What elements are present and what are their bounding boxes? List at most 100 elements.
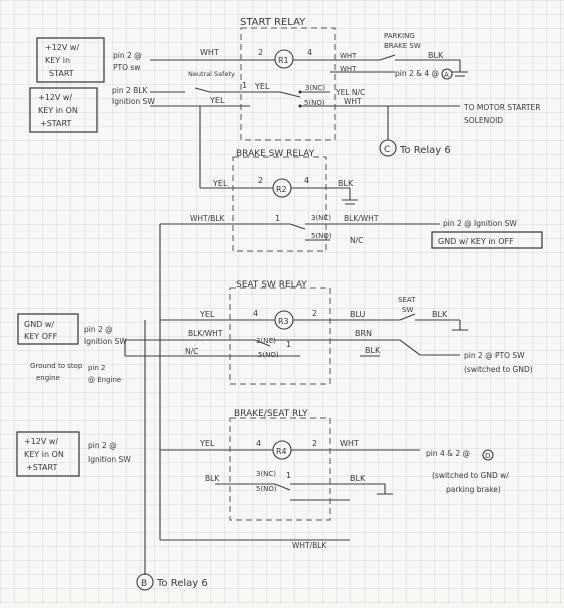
pin2-and-4-label: pin 2 & 4 @ (395, 69, 439, 78)
key-start-line3: START (49, 69, 74, 78)
start-contact-dot (298, 90, 302, 94)
seat-brn-label: BRN (355, 329, 372, 338)
start-pin-2: 2 (258, 48, 263, 57)
start-contact (250, 91, 330, 107)
brake-contact-nc (160, 223, 440, 230)
start-contact-dot (298, 104, 302, 108)
pin2-ignition-label: pin 2 @ Ignition SW (443, 219, 517, 228)
seat-blu-label: BLU (350, 310, 366, 319)
bs-yel-label: YEL (199, 439, 215, 448)
seat-relay-box (229, 287, 331, 385)
brake-relay-box (232, 156, 327, 252)
pin2-ignition-top-label: pin 2 @ (84, 325, 113, 334)
pin2-blk-label2: Ignition SW (112, 97, 155, 106)
connector-a-label: A (444, 71, 449, 79)
seat-blk-label-2: BLK (365, 346, 381, 355)
bs-pin-1: 1 (286, 471, 291, 480)
connector-c (379, 139, 397, 157)
bs-pin-4: 4 (256, 439, 261, 448)
bs-pin-5no: 5(NO) (256, 485, 277, 493)
bs-contact-nc (215, 483, 393, 495)
bs-pin-3nc: 3(NC) (256, 470, 276, 478)
seat-relay-title: SEAT SW RELAY (236, 280, 307, 290)
seat-blk-wht-label: BLK/WHT (188, 329, 223, 338)
brake-wht-blk-label: WHT/BLK (190, 214, 225, 223)
brake-pin-1: 1 (275, 214, 280, 223)
wire-wht-label-r3: WHT (344, 97, 362, 106)
brake-seat-relay-coil-label: R4 (276, 447, 287, 456)
seat-switch (399, 313, 468, 331)
start-pin-1: 1 (242, 81, 247, 90)
brake-relay-coil-label: R2 (276, 185, 287, 194)
seat-pin-4: 4 (253, 309, 258, 318)
to-relay6-label: To Relay 6 (399, 145, 451, 156)
switched-gnd-label2: parking brake) (446, 485, 501, 494)
start-pin-5no: 5(NO) (304, 99, 325, 107)
bs-blk-label-right: BLK (350, 474, 366, 483)
seat-blk-label: BLK (432, 310, 448, 319)
seat-sw-relay: SEAT SW RELAY R3 4 2 3(NC) 5(NO) 1 YEL B… (125, 280, 468, 385)
pin2-ignition-bottom-label2: Ignition SW (88, 455, 131, 464)
brake-pin-3nc: 3(NC) (311, 214, 331, 222)
brake-seat-relay-box (229, 417, 331, 521)
start-pin-4: 4 (307, 48, 312, 57)
key-on-start-line1: +12V w/ (38, 93, 72, 102)
pin2-ignition-top-label2: Ignition SW (84, 337, 127, 346)
switched-gnd-label: (switched to GND w/ (432, 471, 509, 480)
motor-starter-label2: SOLENOID (464, 116, 503, 125)
seat-pin-3nc: 3(NC) (256, 337, 276, 345)
key-on-start-box-2 (16, 431, 80, 477)
seat-sw-label2: SW (402, 306, 413, 314)
seat-relay-coil-label: R3 (278, 317, 289, 326)
ground-stop-label2: engine (36, 374, 60, 382)
pin2-pto-sw-label2: PTO sw (113, 63, 140, 72)
key-on-start-2-line1: +12V w/ (24, 437, 58, 446)
pin2-blk-label: pin 2 BLK (112, 86, 148, 95)
brake-pin-4: 4 (304, 176, 309, 185)
wire-yel-label: YEL (254, 82, 270, 91)
start-relay: START RELAY R1 2 4 1 3(NC) 5(NO) (240, 17, 336, 141)
key-start-box (36, 37, 105, 83)
brake-nc-label: N/C (350, 236, 363, 245)
wire-wht-label: WHT (200, 48, 219, 57)
key-on-start-line3: +START (40, 119, 71, 128)
start-relay-coil-label: R1 (278, 56, 289, 65)
pin2-pto-sw-label: pin 2 @ (113, 51, 142, 60)
neutral-safety-label: Neutral Safety (188, 70, 235, 78)
ground-2 (342, 188, 358, 205)
seat-yel-label: YEL (199, 310, 215, 319)
brake-seat-relay: BRAKE/SEAT RLY R4 4 2 3(NC) 5(NO) 1 YEL … (160, 409, 420, 550)
brake-blk-wht-label: BLK/WHT (344, 214, 379, 223)
key-off-box-right (431, 231, 543, 249)
start-relay-title: START RELAY (240, 17, 306, 28)
bs-blk-label-left: BLK (205, 474, 220, 483)
left-bus-wires (124, 224, 161, 575)
brake-relay-title: BRAKE SW RELAY (236, 149, 315, 159)
key-start-line2: KEY in (45, 56, 70, 65)
pin2-engine-label2: @ Engine (88, 376, 121, 384)
seat-brn-wire (125, 339, 460, 356)
connector-b-label: B (141, 579, 147, 589)
connector-b (136, 573, 154, 591)
key-on-start-2-line2: KEY in ON (24, 450, 64, 459)
motor-starter-label: TO MOTOR STARTER (463, 103, 540, 112)
brake-blk-label: BLK (338, 179, 354, 188)
key-on-start-2-line3: +START (26, 463, 57, 472)
key-off-left-1: GND w/ (24, 320, 54, 329)
wire-wht-label-r2: WHT (340, 65, 357, 73)
brake-pin-2: 2 (258, 176, 263, 185)
bs-wht-blk-label: WHT/BLK (292, 541, 327, 550)
to-relay6-b-label: To Relay 6 (156, 578, 208, 589)
seat-pin-5no: 5(NO) (258, 351, 279, 359)
wire-parking-brake (330, 54, 460, 61)
pin2-ignition-bottom-label: pin 2 @ (88, 441, 117, 450)
wire-yel-label-2: YEL (209, 96, 225, 105)
connector-a (441, 68, 453, 80)
key-start-line1: +12V w/ (45, 43, 79, 52)
seat-pin-2: 2 (312, 309, 317, 318)
brake-pin-5no: 5(NO) (311, 232, 332, 240)
connector-c-label: C (384, 145, 390, 155)
pin2-engine-label: pin 2 (88, 364, 106, 372)
